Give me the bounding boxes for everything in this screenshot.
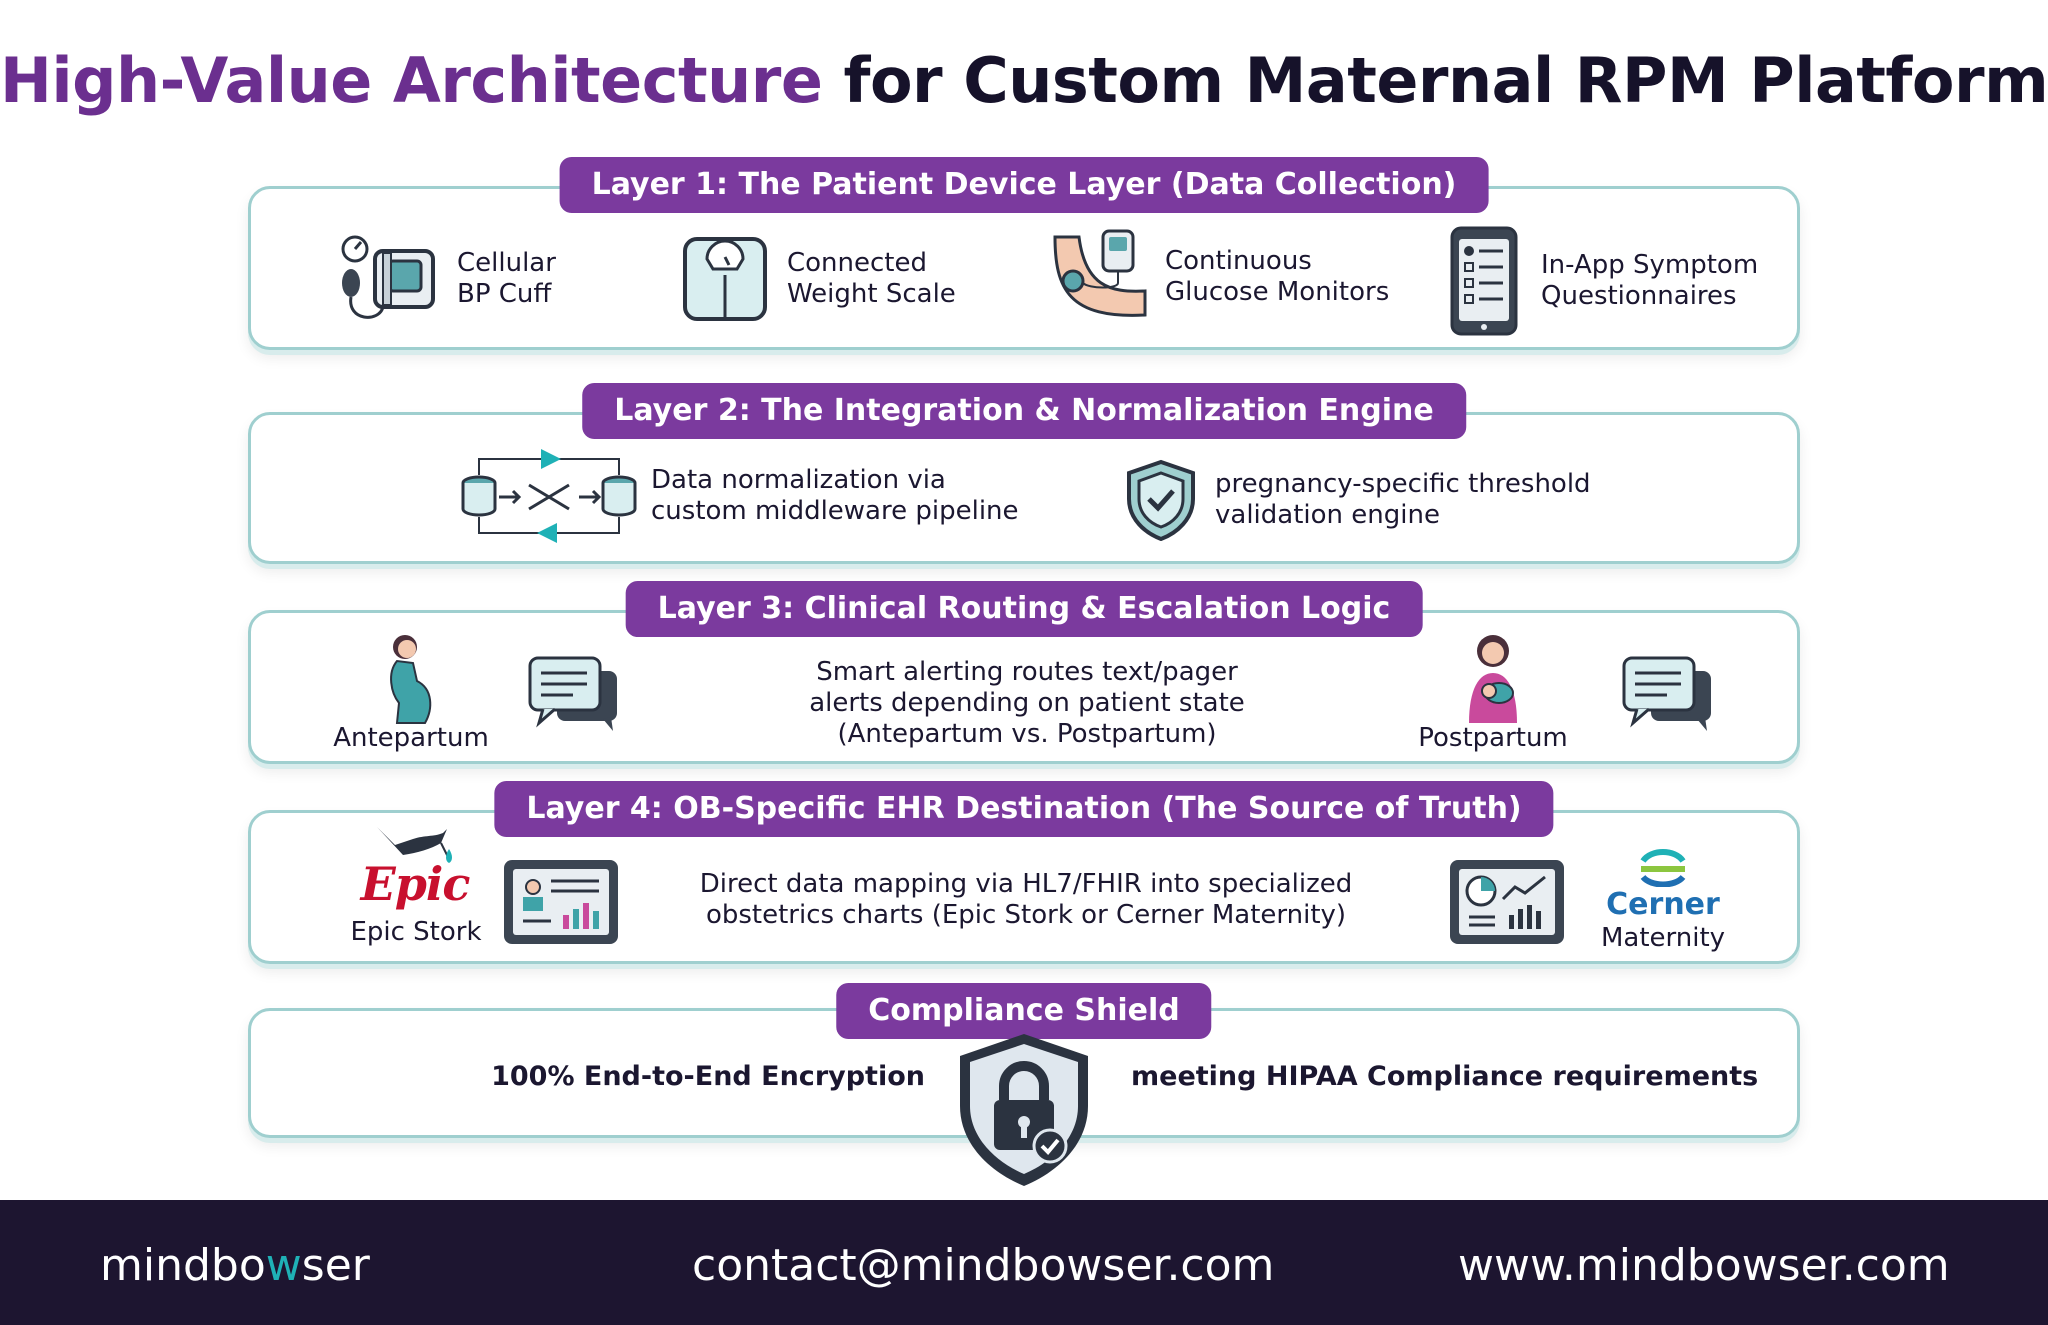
layer-1-label: Layer 1: The Patient Device Layer (Data … xyxy=(559,157,1489,213)
weight-scale-item: Connected Weight Scale xyxy=(681,235,956,323)
bp-cuff-label: Cellular BP Cuff xyxy=(457,248,556,309)
routing-description: Smart alerting routes text/pager alerts … xyxy=(809,657,1245,749)
weight-scale-label: Connected Weight Scale xyxy=(787,248,956,309)
glucose-monitor-label: Continuous Glucose Monitors xyxy=(1165,246,1390,307)
encryption-text: 100% End-to-End Encryption xyxy=(491,1061,925,1092)
ehr-mapping-description: Direct data mapping via HL7/FHIR into sp… xyxy=(699,869,1353,930)
pipeline-label: Data normalization via custom middleware… xyxy=(651,465,1019,526)
bp-cuff-icon xyxy=(339,231,439,327)
shield-check-icon xyxy=(1125,459,1197,541)
questionnaire-item: In-App Symptom Questionnaires xyxy=(1449,225,1758,337)
layer-3-box: Layer 3: Clinical Routing & Escalation L… xyxy=(248,581,1800,764)
analytics-dashboard-icon xyxy=(1447,857,1567,947)
mindbowser-logo: mindbowser xyxy=(100,1240,370,1291)
cerner-maternity-caption: Maternity xyxy=(1600,923,1726,953)
title-highlight: High-Value Architecture xyxy=(0,44,823,117)
threshold-item: pregnancy-specific threshold validation … xyxy=(1125,459,1591,541)
page-title: High-Value Architecture for Custom Mater… xyxy=(0,44,2048,117)
title-rest: for Custom Maternal RPM Platforms xyxy=(843,44,2048,117)
weight-scale-icon xyxy=(681,235,769,323)
data-pipeline-icon xyxy=(459,445,639,547)
pipeline-item: Data normalization via custom middleware… xyxy=(459,445,1019,547)
questionnaire-label: In-App Symptom Questionnaires xyxy=(1541,250,1759,311)
glucose-monitor-icon xyxy=(1049,229,1147,325)
cerner-logo-icon xyxy=(1637,847,1689,887)
glucose-monitor-item: Continuous Glucose Monitors xyxy=(1049,229,1389,325)
layer-4-box: Layer 4: OB-Specific EHR Destination (Th… xyxy=(248,781,1800,964)
phone-questionnaire-icon xyxy=(1449,225,1519,337)
layer-2-box: Layer 2: The Integration & Normalization… xyxy=(248,383,1800,564)
stork-icon xyxy=(373,819,457,865)
footer: mindbowser contact@mindbowser.com www.mi… xyxy=(0,1200,2048,1325)
dashboard-chart-icon xyxy=(501,857,621,947)
bp-cuff-item: Cellular BP Cuff xyxy=(339,231,556,327)
epic-stork-caption: Epic Stork xyxy=(350,917,482,947)
layer-1-box: Layer 1: The Patient Device Layer (Data … xyxy=(248,157,1800,350)
website-link[interactable]: www.mindbowser.com xyxy=(1458,1240,1950,1291)
antepartum-label: Antepartum xyxy=(333,723,489,753)
contact-email[interactable]: contact@mindbowser.com xyxy=(692,1240,1275,1291)
hipaa-text: meeting HIPAA Compliance requirements xyxy=(1131,1061,1759,1092)
lock-shield-icon xyxy=(954,1030,1094,1190)
compliance-label: Compliance Shield xyxy=(836,983,1212,1039)
postpartum-label: Postpartum xyxy=(1418,723,1568,753)
layer-3-label: Layer 3: Clinical Routing & Escalation L… xyxy=(625,581,1423,637)
mother-baby-icon xyxy=(1459,633,1527,723)
epic-logo: Epic xyxy=(360,857,471,911)
layer-4-label: Layer 4: OB-Specific EHR Destination (Th… xyxy=(494,781,1554,837)
threshold-label: pregnancy-specific threshold validation … xyxy=(1215,469,1591,530)
chat-bubble-icon-2 xyxy=(1621,655,1715,735)
chat-bubble-icon xyxy=(527,655,621,735)
layer-2-label: Layer 2: The Integration & Normalization… xyxy=(582,383,1466,439)
cerner-logo: Cerner xyxy=(1606,887,1720,922)
pregnant-woman-icon xyxy=(377,633,437,725)
